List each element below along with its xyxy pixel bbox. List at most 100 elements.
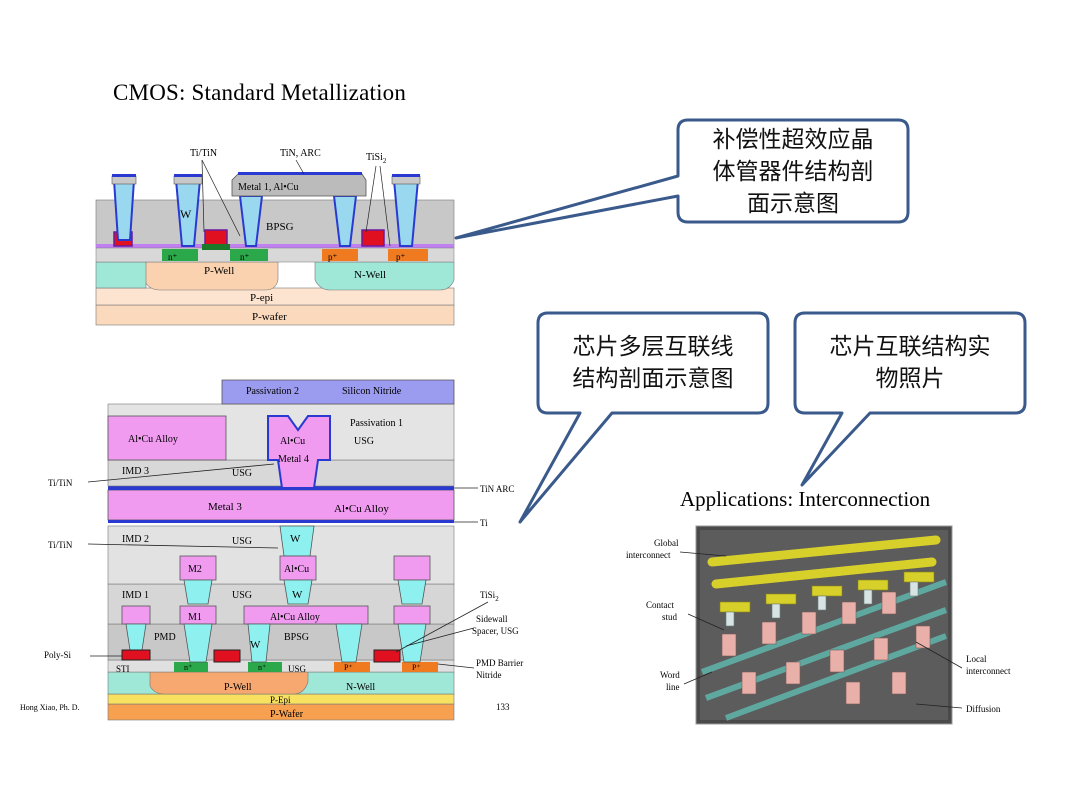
gate-right — [361, 229, 385, 247]
label-tisi2: TiSi2 — [366, 152, 387, 165]
p-well-region — [149, 671, 309, 695]
label-m1: M1 — [188, 612, 202, 623]
callout-1-line-2: 体管器件结构剖 — [712, 159, 874, 185]
label-tin-arc: TiN, ARC — [280, 148, 321, 159]
label-alcu-metal4-b: Metal 4 — [278, 454, 309, 465]
label-imd2: IMD 2 — [122, 534, 149, 545]
label-metal3: Metal 3 — [208, 501, 242, 513]
label-ti: Ti — [480, 518, 488, 528]
label-w: W — [180, 207, 192, 221]
label-usg-top: USG — [354, 436, 374, 447]
label-poly-si: Poly-Si — [44, 650, 72, 660]
label-w-imd2: W — [290, 533, 301, 545]
label-contact-a: Contact — [646, 600, 674, 610]
bpsg-layer — [95, 199, 455, 249]
label-ti-tin: Ti/TiN — [190, 148, 217, 159]
label-p-plus-1: p⁺ — [328, 252, 338, 262]
metal3-line — [107, 489, 455, 521]
callout-3-line-1: 芯片互联结构实 — [829, 334, 991, 360]
label-n-plus-1: n⁺ — [168, 252, 178, 262]
p-plus-left — [334, 662, 370, 672]
callout-bubble-2 — [518, 311, 770, 524]
label-ti-tin-1: Ti/TiN — [48, 478, 73, 488]
label-p-wafer: P-Wafer — [270, 709, 304, 720]
label-ti-tin-2: Ti/TiN — [48, 540, 73, 550]
n-plus-right — [230, 249, 268, 261]
label-n-plus-2: n⁺ — [258, 663, 266, 672]
label-p-epi: P-epi — [250, 292, 273, 304]
label-tin-arc: TiN ARC — [480, 484, 514, 494]
callout-bubble-3 — [793, 311, 1027, 487]
p-plus-left — [322, 249, 358, 261]
interconnect-photo: Global interconnect Contact stud Word li… — [626, 525, 1011, 725]
label-p-plus-2: P⁺ — [412, 663, 421, 672]
label-p-well: P-Well — [204, 265, 234, 277]
label-author: Hong Xiao, Ph. D. — [20, 703, 80, 712]
poly-si-gate-left — [121, 649, 151, 661]
label-sidewall-a: Sidewall — [476, 614, 508, 624]
label-p-well: P-Well — [224, 682, 252, 693]
callout-3-line-2: 物照片 — [875, 366, 945, 392]
n-plus-left — [174, 662, 208, 672]
label-p-epi: P-Epi — [270, 695, 291, 705]
label-bpsg: BPSG — [266, 221, 294, 233]
label-sti: STI — [116, 664, 130, 674]
label-m2: M2 — [188, 564, 202, 575]
label-word-a: Word — [660, 670, 680, 680]
gate-right — [373, 649, 401, 663]
label-p-wafer: P-wafer — [252, 311, 287, 323]
n-plus-left — [162, 249, 198, 261]
alcu-alloy-top — [107, 415, 227, 461]
p-epi-layer — [95, 287, 455, 306]
label-w-imd1: W — [292, 589, 303, 601]
label-global-b: interconnect — [626, 550, 671, 560]
label-silicon-nitride: Silicon Nitride — [342, 386, 402, 397]
multilayer-interconnect-diagram: Passivation 2 Silicon Nitride Passivatio… — [20, 379, 523, 721]
label-contact-b: stud — [662, 612, 678, 622]
label-usg-imd3: USG — [232, 468, 252, 479]
label-usg-imd2: USG — [232, 536, 252, 547]
callout-text-2: 芯片多层互联线 结构剖面示意图 — [540, 331, 766, 395]
passivation2-layer — [221, 379, 455, 405]
label-n-well: N-Well — [354, 269, 386, 281]
slide-title-cmos: CMOS: Standard Metallization — [113, 80, 407, 105]
cmos-metallization-diagram: Metal 1, Al•Cu W BPSG n⁺ n⁺ p⁺ p⁺ P-Well… — [95, 148, 455, 326]
label-usg-imd1: USG — [232, 590, 252, 601]
label-n-plus-1: n⁺ — [184, 663, 192, 672]
label-alcu-m2: Al•Cu — [284, 564, 309, 575]
label-n-plus-2: n⁺ — [240, 252, 250, 262]
label-p-plus-2: p⁺ — [396, 252, 406, 262]
label-alcu-alloy-top: Al•Cu Alloy — [128, 434, 178, 445]
label-pmd-barrier-a: PMD Barrier — [476, 658, 523, 668]
slide-title-applications: Applications: Interconnection — [680, 487, 931, 511]
label-alcu-alloy-m3: Al•Cu Alloy — [334, 503, 389, 515]
callout-1-line-1: 补偿性超效应晶 — [712, 127, 874, 153]
callout-2-line-1: 芯片多层互联线 — [572, 334, 734, 360]
gate-center — [213, 649, 241, 663]
p-plus-right — [388, 249, 428, 261]
sti-left — [95, 261, 147, 289]
label-usg-sti: USG — [288, 664, 307, 674]
callout-2-line-2: 结构剖面示意图 — [572, 366, 734, 392]
n-plus-right — [248, 662, 282, 672]
label-imd3: IMD 3 — [122, 466, 149, 477]
contact-studs — [721, 591, 931, 705]
label-pmd: PMD — [154, 632, 176, 643]
label-page-number: 133 — [496, 702, 510, 712]
label-w-pmd: W — [250, 639, 261, 651]
label-bpsg: BPSG — [284, 632, 309, 643]
callout-text-3: 芯片互联结构实 物照片 — [797, 331, 1023, 395]
label-word-b: line — [666, 682, 680, 692]
label-passivation1: Passivation 1 — [350, 418, 403, 429]
p-well-region — [144, 261, 279, 291]
label-diffusion: Diffusion — [966, 704, 1001, 714]
label-global-a: Global — [654, 538, 679, 548]
label-metal1: Metal 1, Al•Cu — [238, 182, 298, 193]
label-local-b: interconnect — [966, 666, 1011, 676]
callout-1-line-3: 面示意图 — [747, 191, 839, 217]
global-interconnect — [707, 535, 941, 589]
alcu-alloy-m1 — [243, 605, 369, 625]
label-p-plus-1: P⁺ — [344, 663, 353, 672]
metal4-via — [267, 415, 331, 489]
